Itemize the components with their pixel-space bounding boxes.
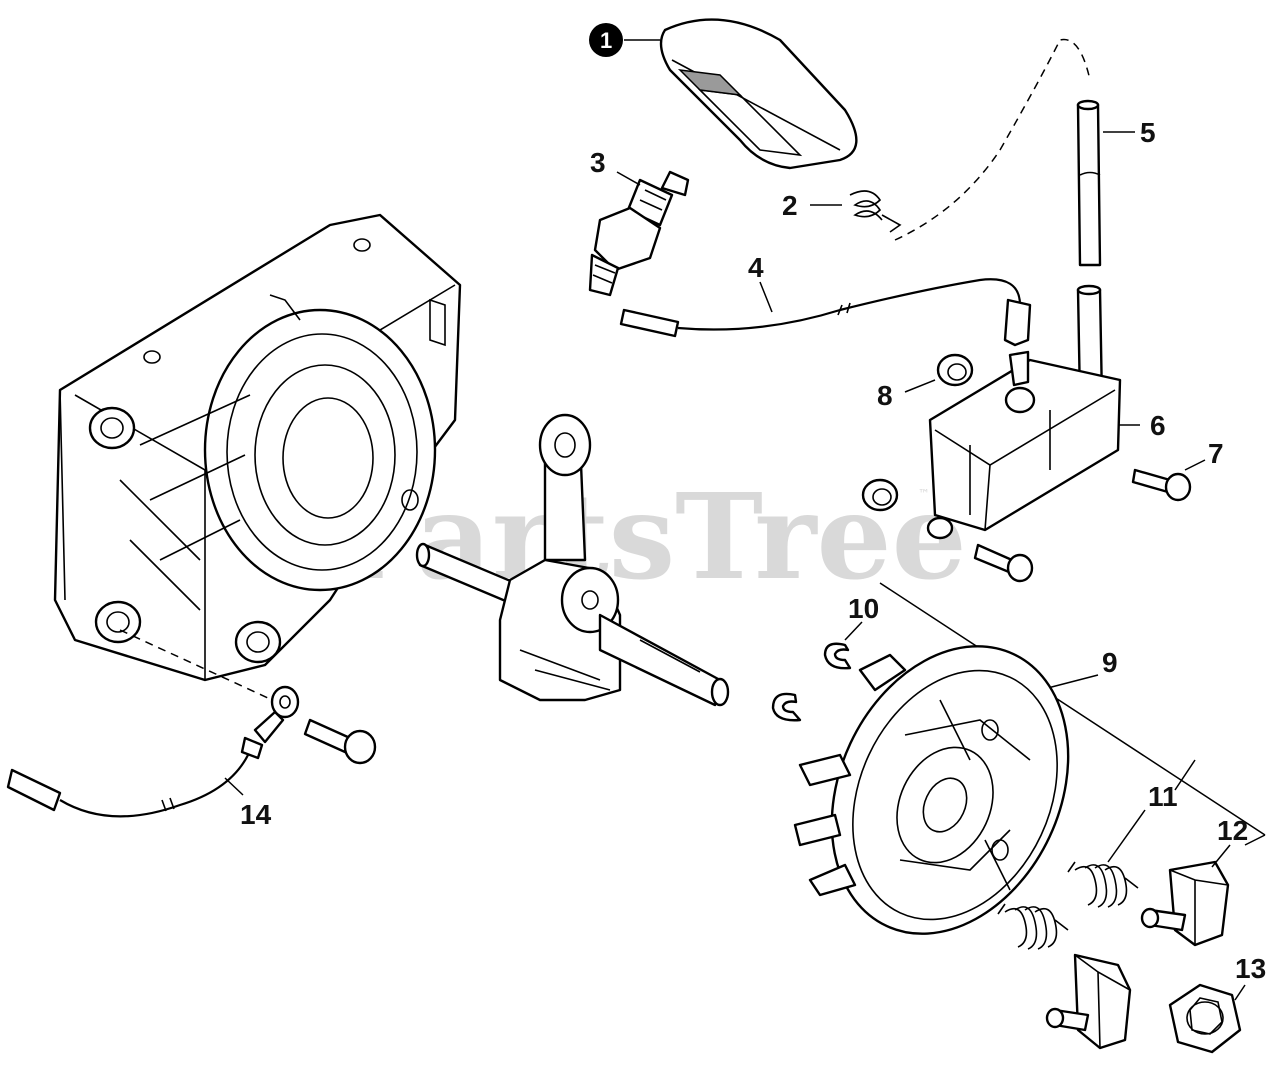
clutch-drum-part — [793, 645, 1070, 935]
crankshaft-part — [415, 413, 730, 707]
crankcase-part — [53, 213, 462, 682]
part-12-clutch-shoe-lower — [1045, 953, 1132, 1050]
callout-9: 9 — [1102, 647, 1118, 678]
leader-14 — [224, 777, 244, 796]
part-8-grommet-lower — [861, 478, 899, 512]
part-1-cover — [659, 18, 858, 170]
part-5-tube — [1076, 99, 1102, 267]
part-4-plug-wire — [619, 278, 1032, 347]
callout-3: 3 — [590, 147, 606, 178]
callout-4: 4 — [748, 252, 764, 283]
leader-13 — [1234, 984, 1246, 1001]
part-10-e-clip-lower — [771, 692, 802, 722]
part-6-ignition-module — [926, 284, 1122, 540]
callout-11: 11 — [1148, 781, 1178, 812]
callout-7: 7 — [1208, 438, 1224, 469]
leader-11 — [1107, 809, 1146, 863]
leader-4 — [759, 281, 773, 313]
part-8-grommet — [936, 353, 974, 387]
part-7-screw — [1131, 468, 1192, 502]
leader-12 — [1211, 844, 1231, 868]
part-12-clutch-shoe — [1140, 860, 1230, 947]
watermark-text: PartsTree — [330, 467, 967, 606]
callout-8: 8 — [877, 380, 893, 411]
leader-8 — [904, 379, 936, 393]
screw-part — [303, 718, 377, 765]
leader-10 — [844, 621, 863, 641]
callout-1: 1 — [600, 28, 612, 53]
callout-5: 5 — [1140, 117, 1156, 148]
callout-10: 10 — [848, 593, 879, 624]
callout-badge-1 — [589, 23, 623, 57]
part-2-spring — [849, 190, 902, 233]
part-13-nut — [1168, 983, 1242, 1054]
leader-3 — [616, 171, 641, 186]
part-3-spark-plug — [588, 170, 690, 297]
leader-7 — [1184, 459, 1206, 471]
callout-13: 13 — [1235, 953, 1266, 984]
spring-wire-dash — [894, 38, 1091, 241]
part-11-spring-lower — [997, 903, 1069, 950]
callout-6: 6 — [1150, 410, 1166, 441]
callout-14: 14 — [240, 799, 272, 830]
part-14-ground-wire — [6, 685, 300, 818]
watermark-trademark: ™ — [918, 487, 930, 501]
bracket-9 — [879, 582, 1266, 846]
part-7-screw-lower — [973, 543, 1034, 583]
callout-2: 2 — [782, 190, 798, 221]
part-10-e-clip — [823, 642, 852, 670]
part-11-spring — [1067, 861, 1139, 908]
callout-12: 12 — [1217, 815, 1248, 846]
